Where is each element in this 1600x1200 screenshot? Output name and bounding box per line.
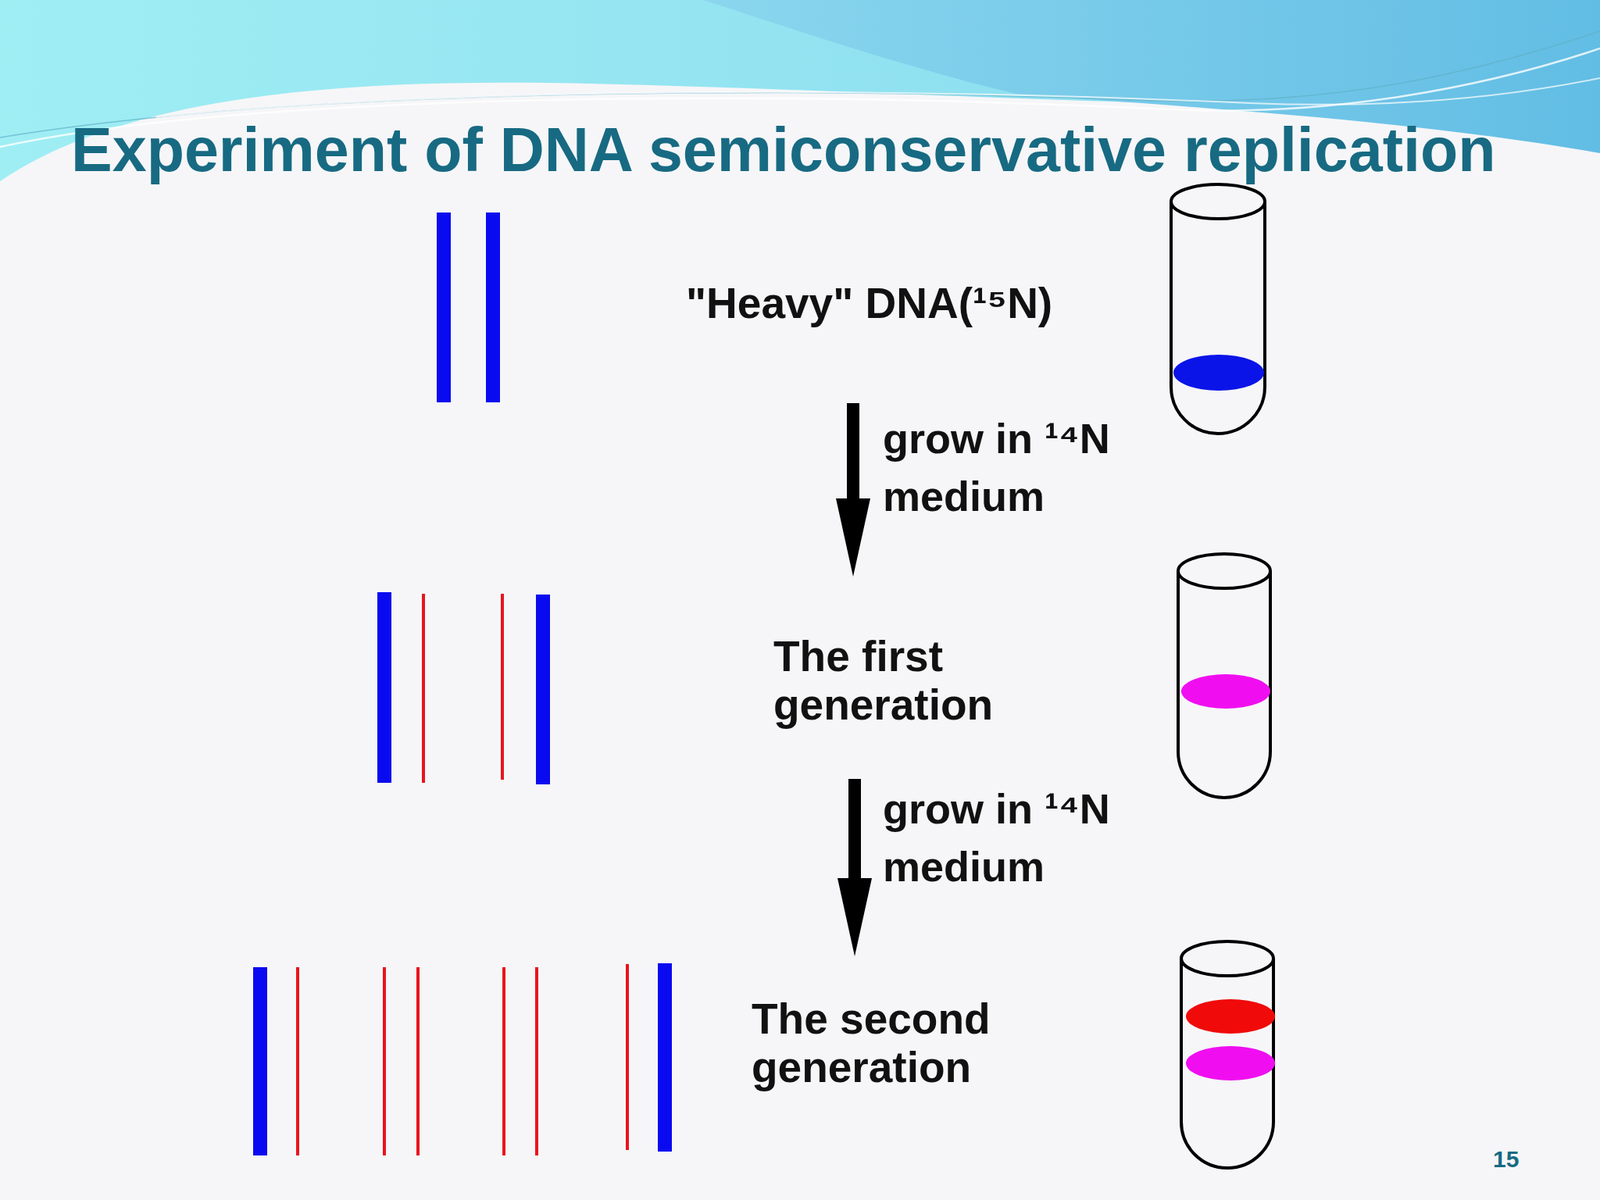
light-strand [382,967,386,1156]
banner-line [156,78,1600,118]
heavy-strand [253,967,268,1156]
process-arrow [846,403,860,507]
arrow-label: grow in ¹⁴N medium [882,409,1149,525]
dna-band [1185,1046,1275,1081]
dna-band [1185,999,1275,1034]
light-strand [625,964,629,1150]
light-strand [502,967,506,1156]
test-tube [1171,184,1265,434]
arrow-label: grow in ¹⁴N medium [882,779,1149,896]
heavy-strand [485,212,500,403]
heavy-strand [436,212,451,403]
stage-label: The second generation [751,994,1010,1092]
stage-label: "Heavy" DNA(¹⁵N) [685,278,1124,328]
heavy-strand [657,963,672,1152]
light-strand [421,593,425,783]
light-strand [416,967,420,1156]
process-arrow [848,778,861,886]
heavy-strand [535,594,550,785]
page-number: 15 [1492,1147,1519,1172]
stage-label: The first generation [773,632,1032,729]
dna-band [1173,354,1265,391]
stage-text: The second generation [751,994,1010,1092]
light-strand [500,593,504,780]
test-tube [1178,553,1271,798]
heavy-strand [377,592,392,783]
light-strand [296,967,300,1156]
banner-wave [0,0,1600,182]
stage-text: The first generation [773,632,1032,729]
light-strand [535,967,539,1156]
dna-band [1181,674,1271,709]
slide-title: Experiment of DNA semiconservative repli… [71,118,1496,181]
stage-text: "Heavy" DNA(¹⁵N) [685,278,1124,328]
